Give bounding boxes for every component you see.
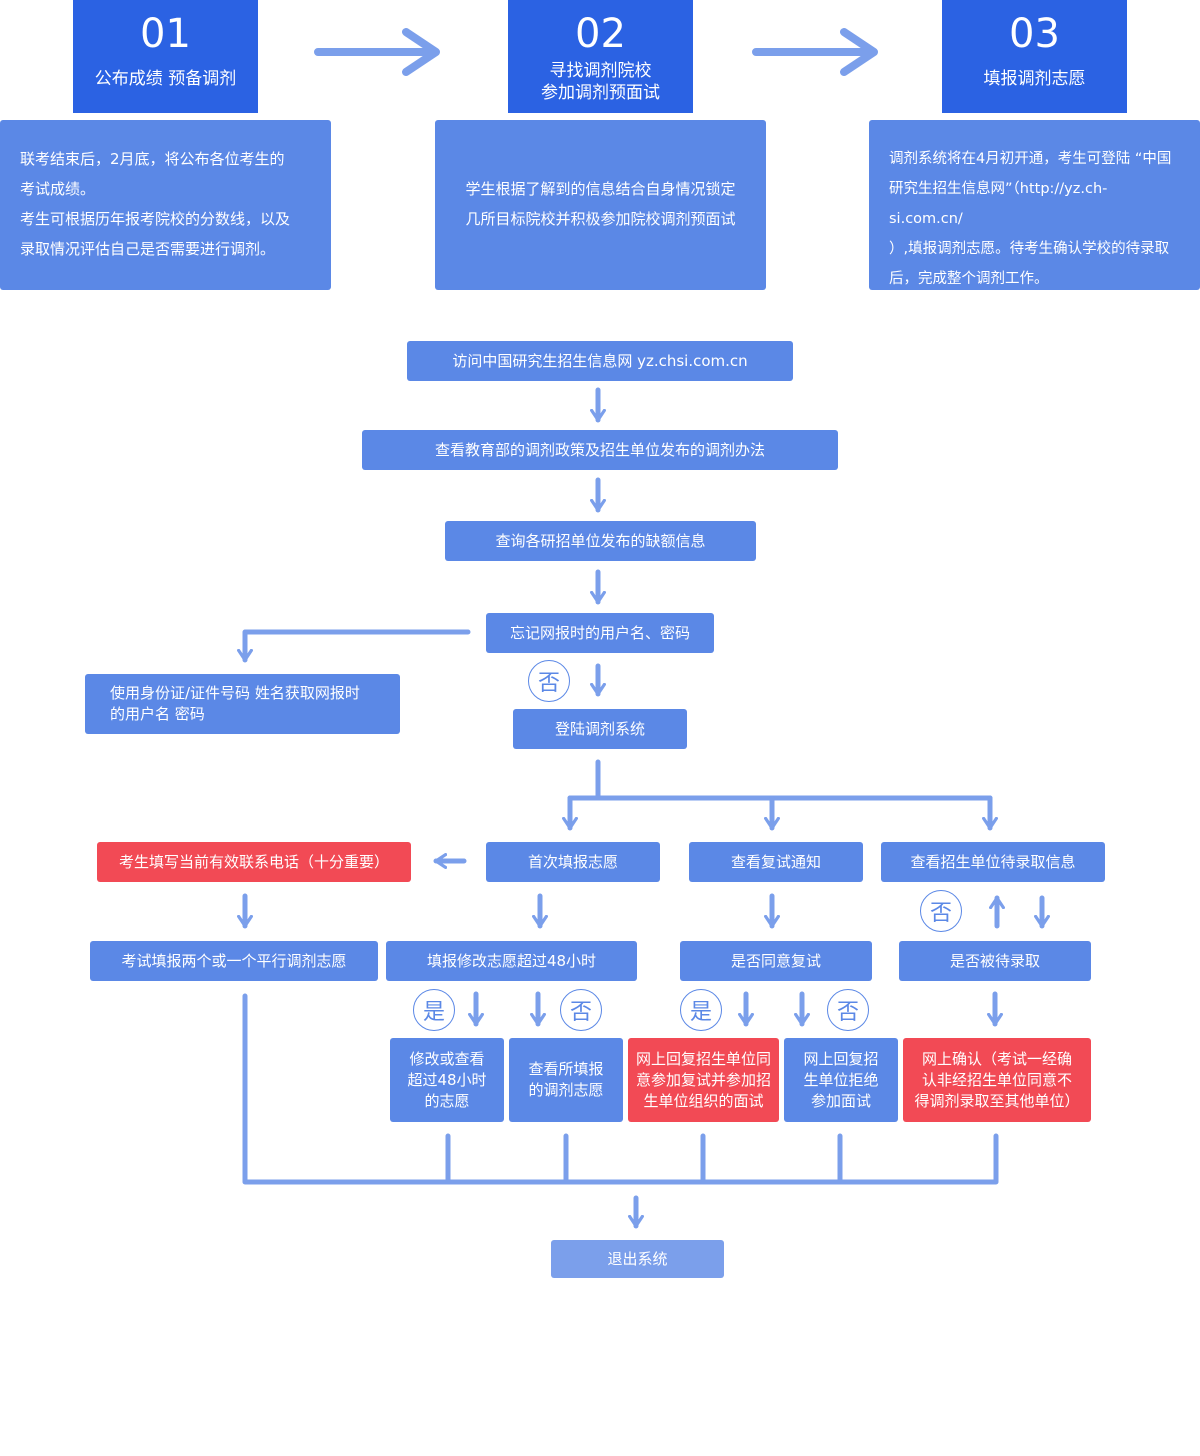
node-forgot-credentials: 忘记网报时的用户名、密码 <box>486 613 714 653</box>
step-3-desc-line: 后，完成整个调剂工作。 <box>889 271 1049 287</box>
step-1-desc-line: 录取情况评估自己是否需要进行调剂。 <box>20 240 276 258</box>
node-check-policy: 查看教育部的调剂政策及招生单位发布的调剂办法 <box>362 430 838 470</box>
confirm-line: 认非经招生单位同意不 <box>921 1070 1072 1089</box>
reply-agree-line: 意参加复试并参加招 <box>635 1070 771 1089</box>
reply-agree-line: 网上回复招生单位同 <box>635 1049 771 1068</box>
reply-refuse-line: 网上回复招 <box>803 1049 879 1068</box>
node-fill-two-choices: 考试填报两个或一个平行调剂志愿 <box>90 941 378 981</box>
modify-line: 超过48小时 <box>407 1070 487 1089</box>
step-1-desc-line: 联考结束后，2月底，将公布各位考生的 <box>20 150 285 168</box>
step-3-desc-line: 研究生招生信息网”（http://yz.ch-si.com.cn/ <box>889 181 1108 227</box>
step-3-desc-line: ）,填报调剂志愿。待考生确认学校的待录取 <box>889 241 1170 257</box>
node-exit-system: 退出系统 <box>551 1240 724 1278</box>
node-login-system: 登陆调剂系统 <box>513 709 687 749</box>
confirm-line: 网上确认（考试一经确 <box>921 1049 1072 1068</box>
step-2-desc-line: 学生根据了解到的信息结合自身情况锁定 <box>465 180 736 198</box>
node-modify-view: 修改或查看 超过48小时 的志愿 <box>390 1038 504 1122</box>
yes-badge: 是 <box>413 989 455 1031</box>
node-first-fill: 首次填报志愿 <box>486 842 660 882</box>
retrieve-line: 使用身份证/证件号码 姓名获取网报时 <box>110 684 360 702</box>
modify-line: 的志愿 <box>424 1091 470 1110</box>
node-view-filled: 查看所填报 的调剂志愿 <box>509 1038 623 1122</box>
step-1-desc-line: 考试成绩。 <box>20 180 96 198</box>
node-check-pending-admission: 查看招生单位待录取信息 <box>881 842 1105 882</box>
step-2-title-line1: 寻找调剂院校 <box>549 61 652 81</box>
collector-line <box>242 993 999 1185</box>
step-arrow-1 <box>314 28 440 76</box>
step-3-header: 03 填报调剂志愿 <box>942 0 1127 113</box>
modify-line: 修改或查看 <box>409 1049 485 1068</box>
step-3-number: 03 <box>1009 11 1060 57</box>
step-arrow-2 <box>752 28 878 76</box>
step-1-title: 公布成绩 预备调剂 <box>94 69 237 89</box>
node-is-pending: 是否被待录取 <box>899 941 1091 981</box>
step-2-title-line2: 参加调剂预面试 <box>541 83 660 103</box>
step-3-description: 调剂系统将在4月初开通，考生可登陆 “中国 研究生招生信息网”（http://y… <box>869 120 1200 290</box>
no-badge: 否 <box>560 989 602 1031</box>
node-fill-phone: 考生填写当前有效联系电话（十分重要） <box>97 842 411 882</box>
step-3-desc-line: 调剂系统将在4月初开通，考生可登陆 “中国 <box>889 151 1172 167</box>
node-retrieve-credentials: 使用身份证/证件号码 姓名获取网报时 的用户名 密码 <box>85 674 400 734</box>
node-visit-site: 访问中国研究生招生信息网 yz.chsi.com.cn <box>407 341 793 381</box>
node-agree-retest: 是否同意复试 <box>680 941 872 981</box>
reply-refuse-line: 生单位拒绝 <box>803 1070 879 1089</box>
step-3-title: 填报调剂志愿 <box>983 69 1086 89</box>
view-filled-line: 查看所填报 <box>528 1060 604 1078</box>
reply-refuse-line: 参加面试 <box>810 1091 871 1110</box>
arrow-forgot-retrieve <box>236 629 471 663</box>
step-1-number: 01 <box>140 11 191 57</box>
step-2-description: 学生根据了解到的信息结合自身情况锁定 几所目标院校并积极参加院校调剂预面试 <box>435 120 766 290</box>
node-check-retest-notice: 查看复试通知 <box>689 842 863 882</box>
node-check-vacancy: 查询各研招单位发布的缺额信息 <box>445 521 756 561</box>
no-badge: 否 <box>528 660 570 702</box>
no-badge: 否 <box>827 989 869 1031</box>
node-reply-agree: 网上回复招生单位同 意参加复试并参加招 生单位组织的面试 <box>628 1038 779 1122</box>
node-modify-over-48h: 填报修改志愿超过48小时 <box>386 941 637 981</box>
node-confirm-online: 网上确认（考试一经确 认非经招生单位同意不 得调剂录取至其他单位） <box>903 1038 1091 1122</box>
step-1-desc-line: 考生可根据历年报考院校的分数线，以及 <box>20 210 291 228</box>
no-badge: 否 <box>920 890 962 932</box>
retrieve-line: 的用户名 密码 <box>110 705 205 723</box>
step-1-header: 01 公布成绩 预备调剂 <box>73 0 258 113</box>
step-2-desc-line: 几所目标院校并积极参加院校调剂预面试 <box>465 210 736 228</box>
view-filled-line: 的调剂志愿 <box>528 1081 604 1099</box>
confirm-line: 得调剂录取至其他单位） <box>914 1091 1080 1110</box>
step-1-description: 联考结束后，2月底，将公布各位考生的 考试成绩。 考生可根据历年报考院校的分数线… <box>0 120 331 290</box>
step-2-number: 02 <box>575 11 626 57</box>
yes-badge: 是 <box>680 989 722 1031</box>
reply-agree-line: 生单位组织的面试 <box>643 1091 764 1110</box>
node-reply-refuse: 网上回复招 生单位拒绝 参加面试 <box>784 1038 898 1122</box>
step-2-header: 02 寻找调剂院校 参加调剂预面试 <box>508 0 693 113</box>
branch-login <box>567 759 993 801</box>
